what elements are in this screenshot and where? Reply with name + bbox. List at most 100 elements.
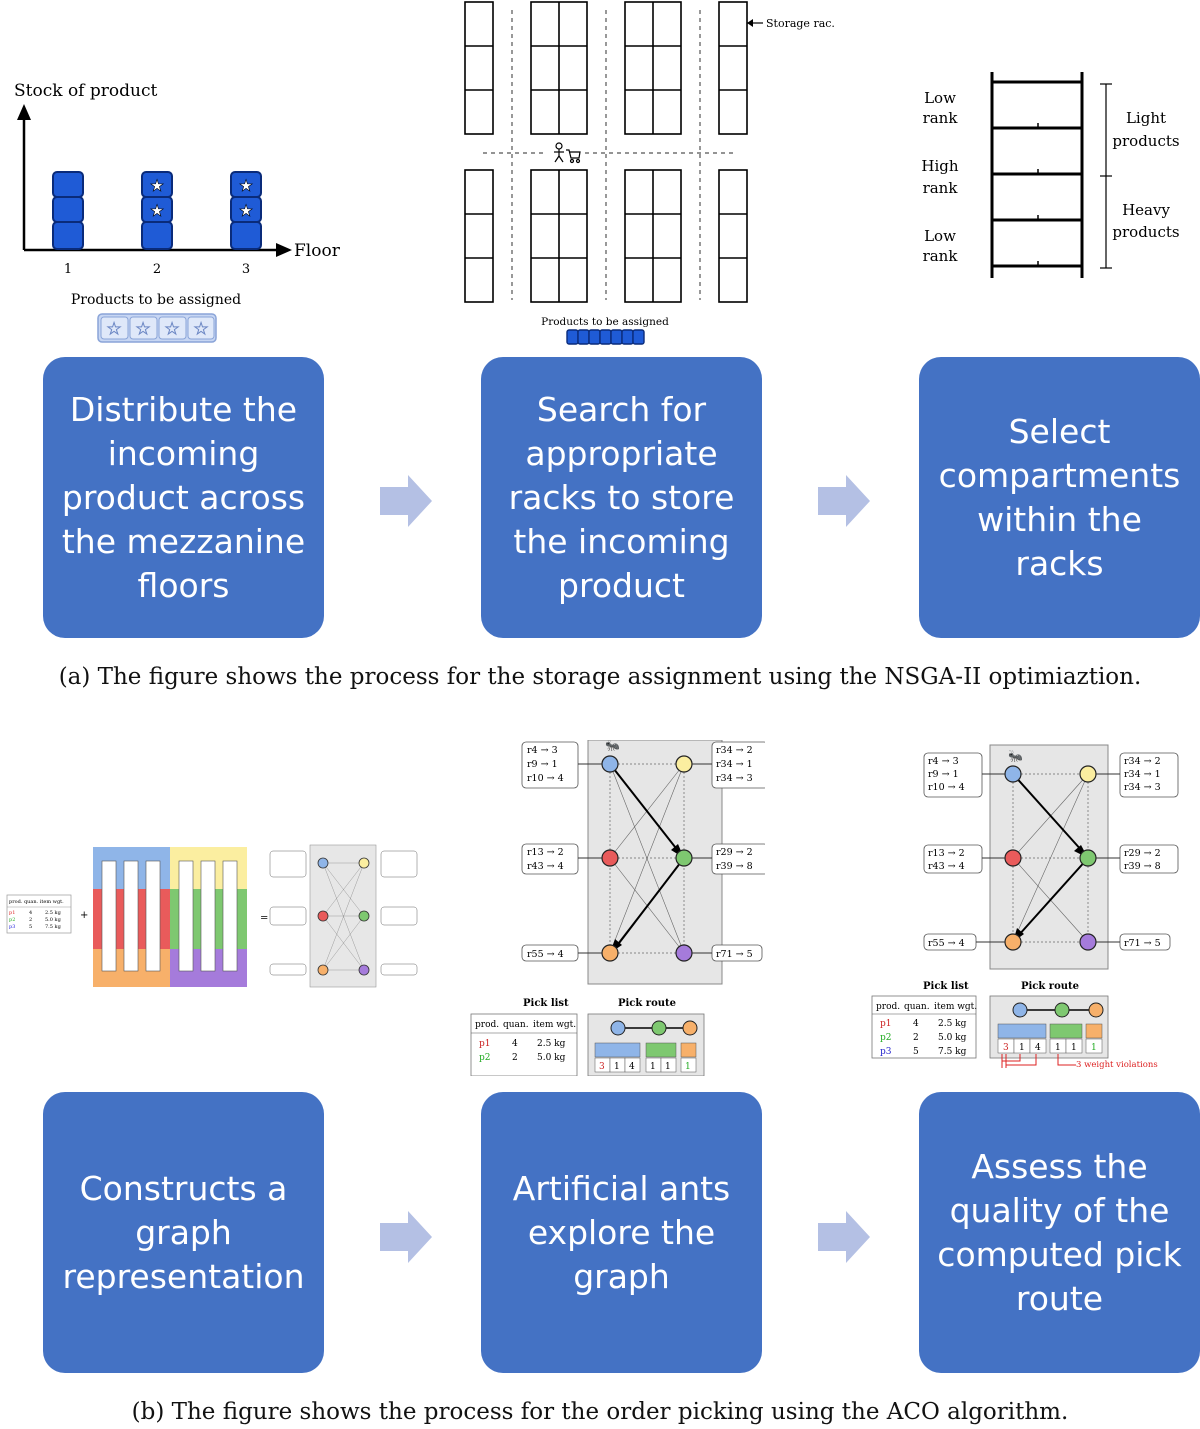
ant-icon: 🐜 (1008, 749, 1023, 763)
node-label: r34 → 3 (1124, 782, 1161, 793)
floor-tick-1: 1 (64, 262, 72, 277)
node-label: r34 → 3 (716, 773, 753, 784)
node-label: r55 → 4 (527, 949, 564, 960)
table-header: quan. (503, 1020, 529, 1030)
node-label: r55 → 4 (928, 938, 965, 949)
step-a3-box: Select compartments within the racks (919, 357, 1200, 638)
table-cell: 2.5 kg (938, 1019, 967, 1029)
svg-text:Heavy: Heavy (1122, 201, 1170, 219)
assign-label-a2: Products to be assigned (541, 316, 669, 328)
step-b2-box: Artificial ants explore the graph (481, 1092, 762, 1373)
picker-cart-icon (554, 142, 581, 164)
pick-list-title: Pick list (923, 981, 969, 992)
heavy-products-label: products (1112, 223, 1179, 241)
node-label: r71 → 5 (1124, 938, 1161, 949)
compartments-diagram: Low rank High rank Low rank Light produc… (921, 72, 1180, 278)
node-label: r4 → 3 (527, 745, 558, 756)
caption-a: (a) The figure shows the process for the… (58, 664, 1142, 690)
table-cell: 2 (512, 1053, 518, 1063)
stack-floor-1 (52, 171, 84, 250)
step-b1-text: Constructs a graph representation (62, 1168, 305, 1296)
step-a2-text: Search for appropriate racks to store th… (508, 389, 735, 605)
svg-text:p3: p3 (9, 924, 15, 930)
route-quality: 🐜 r4 → 3 r9 → 1 r10 → 4 r34 → 2 r34 → 1 … (871, 744, 1179, 1070)
table-cell: p1 (479, 1039, 491, 1049)
arrow-right-icon (380, 475, 432, 527)
rank-label-1: rank (923, 109, 959, 127)
step-b3-box: Assess the quality of the computed pick … (919, 1092, 1200, 1373)
stack-floor-2: ★ ★ (141, 171, 173, 250)
svg-text:4: 4 (1035, 1043, 1041, 1053)
svg-text:1: 1 (1071, 1043, 1077, 1053)
node-label: r43 → 4 (527, 861, 564, 872)
rank-label-3: rank (923, 247, 959, 265)
floor-tick-2: 2 (153, 262, 161, 277)
node-label: r34 → 1 (1124, 769, 1161, 780)
svg-text:p2: p2 (9, 917, 15, 923)
node-label: r13 → 2 (527, 847, 564, 858)
svg-text:★: ★ (239, 201, 253, 220)
svg-text:★: ★ (136, 319, 150, 338)
step-b1-box: Constructs a graph representation (43, 1092, 324, 1373)
table-cell: 7.5 kg (938, 1047, 967, 1057)
node-label: r34 → 2 (1124, 756, 1161, 767)
violations-label: 3 weight violations (1076, 1060, 1158, 1070)
svg-text:2: 2 (29, 917, 32, 923)
step-a1-text: Distribute the incoming product across t… (61, 389, 306, 605)
arrow-right-icon (818, 475, 870, 527)
svg-text:+: + (80, 910, 88, 921)
svg-text:=: = (260, 913, 268, 924)
stock-x-label: Floor (294, 241, 341, 261)
table-header: item wgt. (934, 1002, 977, 1012)
table-cell: p1 (880, 1019, 892, 1029)
svg-text:Light: Light (1126, 109, 1166, 127)
table-header: prod. (475, 1020, 499, 1030)
step-a1-box: Distribute the incoming product across t… (43, 357, 324, 638)
svg-text:7.5 kg: 7.5 kg (45, 924, 62, 930)
table-cell: p3 (880, 1047, 892, 1057)
svg-text:p1: p1 (9, 910, 15, 916)
svg-text:5.0 kg: 5.0 kg (45, 917, 62, 923)
svg-text:★: ★ (107, 319, 121, 338)
svg-text:1: 1 (665, 1062, 671, 1072)
arrow-right-icon (818, 1211, 870, 1263)
table-cell: 5.0 kg (537, 1053, 566, 1063)
storage-rack-label: Storage rac. (766, 17, 835, 30)
node-label: r34 → 1 (716, 759, 753, 770)
table-cell: p2 (880, 1033, 892, 1043)
pick-route-title: Pick route (618, 998, 676, 1009)
rack-layout: Storage rac. Products to be assigned (464, 1, 835, 345)
table-cell: 5.0 kg (938, 1033, 967, 1043)
node-label: r10 → 4 (527, 773, 564, 784)
table-cell: 4 (913, 1019, 919, 1029)
svg-text:1: 1 (614, 1062, 620, 1072)
node-label: r34 → 2 (716, 745, 753, 756)
node-label: r39 → 8 (716, 861, 753, 872)
pick-list-title: Pick list (523, 998, 569, 1009)
step-a3-text: Select compartments within the racks (938, 411, 1181, 583)
svg-text:1: 1 (650, 1062, 656, 1072)
pick-route-title: Pick route (1021, 981, 1079, 992)
svg-text:5: 5 (29, 924, 32, 930)
step-b2-text: Artificial ants explore the graph (512, 1168, 731, 1296)
stack-floor-3: ★ ★ (230, 171, 262, 250)
node-label: r10 → 4 (928, 782, 965, 793)
ant-icon: 🐜 (605, 740, 620, 752)
table-cell: 5 (913, 1047, 919, 1057)
svg-text:1: 1 (685, 1062, 691, 1072)
svg-text:Low: Low (924, 227, 956, 245)
node-label: r39 → 8 (1124, 861, 1161, 872)
svg-text:Low: Low (924, 89, 956, 107)
rank-label-2: rank (923, 179, 959, 197)
node-label: r4 → 3 (928, 756, 959, 767)
assign-boxes-a2 (566, 329, 645, 345)
ant-graph: 🐜 r4 → 3 r9 → 1 r10 → 4 r34 → 2 r34 → 1 … (470, 740, 765, 1076)
node-label: r43 → 4 (928, 861, 965, 872)
table-header: prod. (876, 1002, 900, 1012)
arrow-right-icon (380, 1211, 432, 1263)
svg-text:★: ★ (150, 201, 164, 220)
node-label: r71 → 5 (716, 949, 753, 960)
node-label: r29 → 2 (716, 847, 753, 858)
node-label: r9 → 1 (928, 769, 959, 780)
